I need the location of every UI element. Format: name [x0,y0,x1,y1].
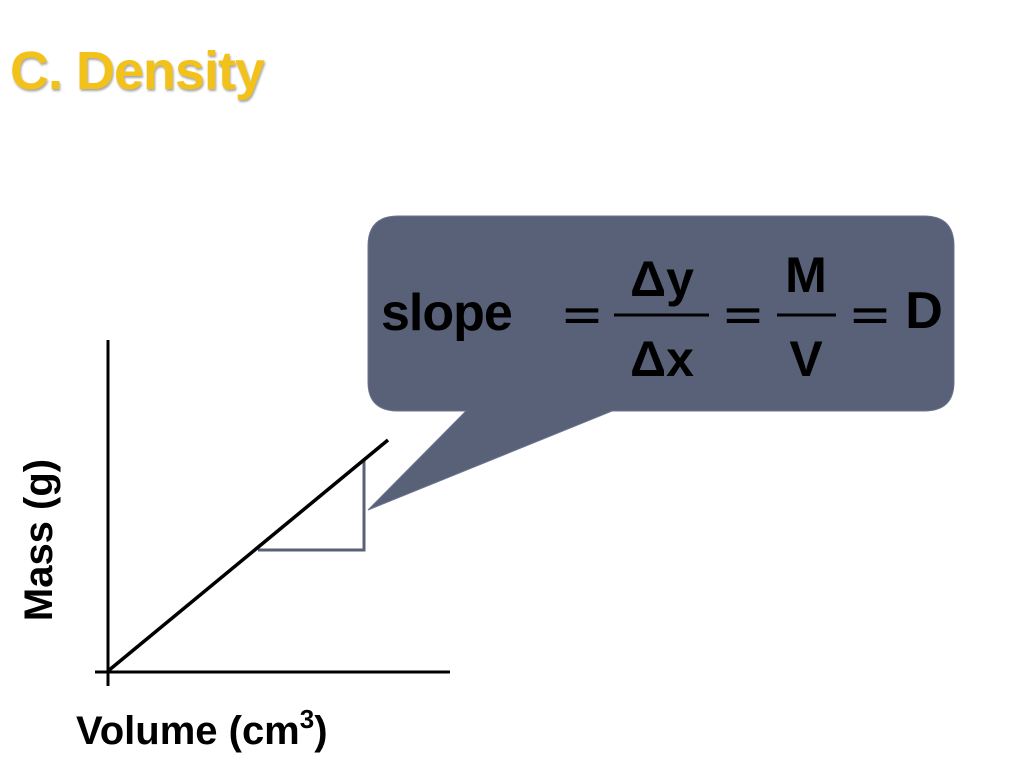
mass-symbol: M [785,247,827,303]
delta-x: Δx [630,331,694,387]
slope-triangle [258,460,366,552]
x-axis-label-close: ) [314,709,327,753]
x-axis-label: Volume (cm3) [76,704,328,753]
callout-bubble [367,215,955,511]
volume-symbol: V [789,331,823,387]
delta-y: Δy [630,251,694,307]
density-symbol: D [905,282,943,340]
equals-sign-2: = [721,285,765,345]
slide-title: C. Density [10,41,265,101]
graph: Mass (g) Volume (cm3) [17,340,450,753]
slope-word: slope [381,284,512,342]
x-axis-label-main: Volume (cm [76,709,300,753]
x-axis-label-superscript: 3 [300,704,314,734]
equals-sign-3: = [848,285,892,345]
slope-callout: slope = Δy Δx = M V = D [367,215,955,511]
y-axis-label: Mass (g) [17,459,61,621]
equals-sign-1: = [560,285,604,345]
mass-volume-line [106,438,390,673]
